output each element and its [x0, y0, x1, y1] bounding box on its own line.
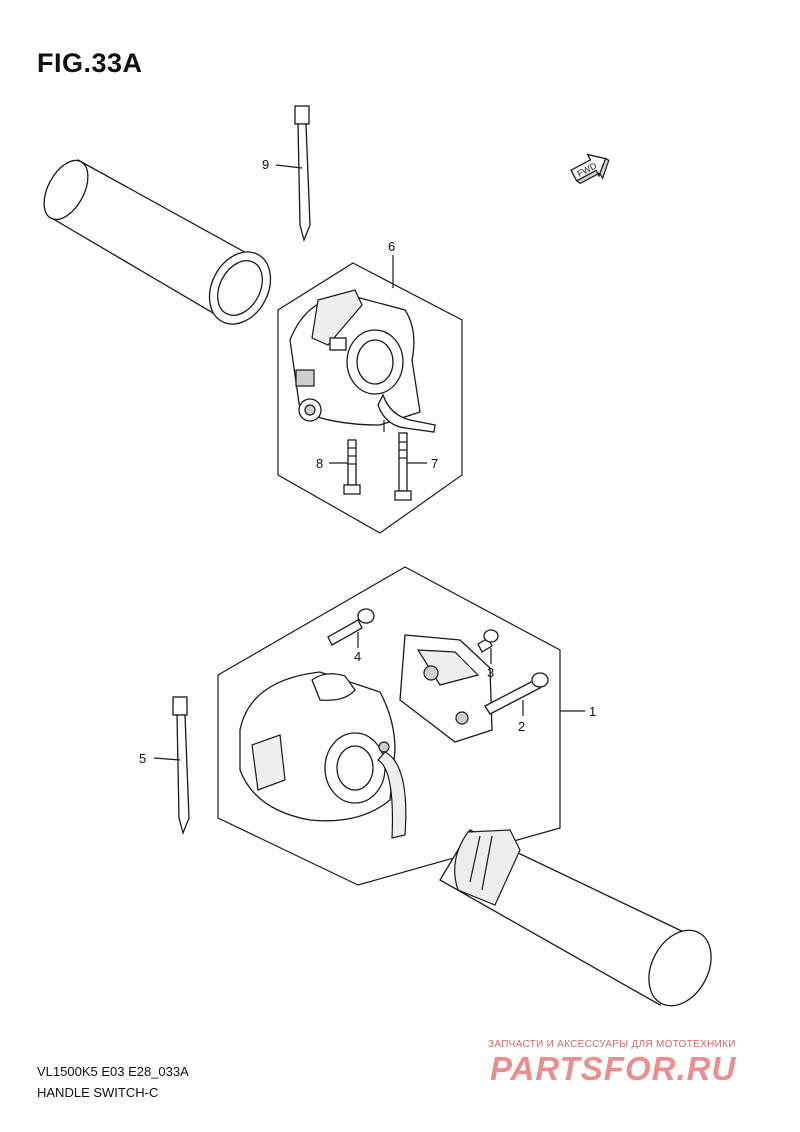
left-grip — [43, 159, 272, 325]
callout-9: 9 — [262, 157, 269, 172]
lower-switch-housing — [239, 671, 407, 839]
callout-5: 5 — [139, 751, 146, 766]
upper-kit-frame — [277, 262, 463, 534]
callout-7: 7 — [431, 456, 438, 471]
figure-title: FIG.33A — [37, 48, 143, 78]
watermark-subtitle: ЗАПЧАСТИ И АКСЕССУАРЫ ДЛЯ МОТОТЕХНИКИ — [488, 1039, 736, 1050]
callout-8: 8 — [316, 456, 323, 471]
cable-tie-5 — [153, 696, 190, 836]
fwd-arrow: FWD — [570, 153, 610, 185]
screw-3 — [477, 629, 499, 664]
callout-1: 1 — [589, 704, 596, 719]
screw-2 — [484, 672, 549, 716]
callout-4: 4 — [354, 649, 361, 664]
callout-6: 6 — [388, 239, 395, 254]
throttle-grip — [439, 829, 712, 1007]
callout-3: 3 — [487, 665, 494, 680]
screw-7 — [394, 432, 427, 501]
watermark-logo: PARTSFOR.RU — [490, 1050, 737, 1087]
figure-code: VL1500K5 E03 E28_033A — [37, 1064, 189, 1079]
upper-switch-housing — [289, 289, 436, 433]
screw-8 — [329, 439, 361, 495]
cable-tie-9 — [275, 105, 311, 243]
clamp-bracket — [399, 634, 493, 743]
screw-4 — [327, 608, 375, 648]
callout-2: 2 — [518, 719, 525, 734]
figure-name: HANDLE SWITCH-C — [37, 1085, 159, 1100]
lower-kit-frame — [217, 566, 561, 886]
